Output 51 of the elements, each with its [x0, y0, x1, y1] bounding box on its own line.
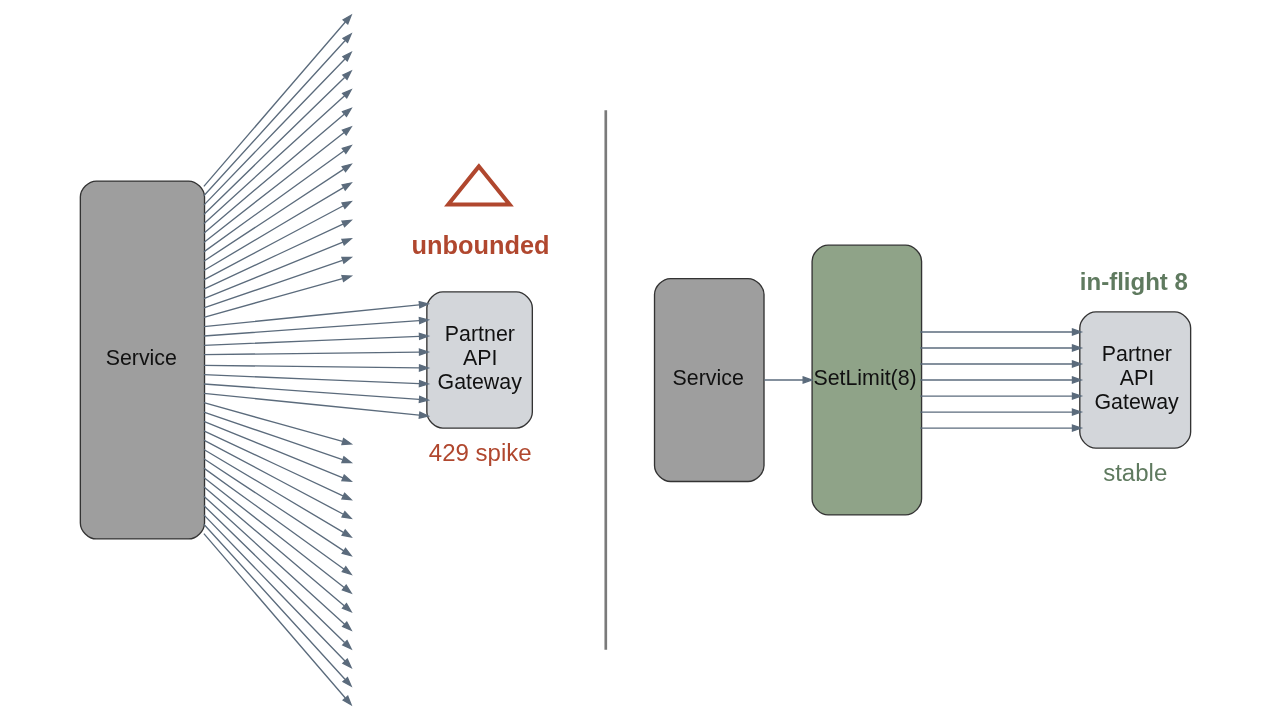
node-triangle: [443, 163, 514, 207]
arrow: [202, 374, 430, 388]
node-label: stable: [1102, 458, 1167, 486]
arrow: [202, 392, 430, 420]
arrow: [919, 327, 1083, 336]
arrow: [202, 238, 353, 300]
arrow: [202, 411, 353, 464]
node-label: 429 spike: [428, 438, 532, 466]
arrow: [919, 376, 1083, 384]
arrow: [202, 532, 352, 707]
arrow: [202, 274, 353, 318]
arrow: [202, 69, 353, 216]
arrow: [202, 32, 352, 197]
arrow: [202, 514, 353, 669]
arrow: [919, 408, 1083, 417]
arrow: [919, 360, 1083, 368]
arrow: [919, 424, 1083, 433]
arrow: [202, 476, 353, 595]
arrow: [202, 316, 430, 337]
arrow: [202, 200, 353, 281]
arrow: [202, 486, 353, 613]
arrow: [202, 523, 352, 688]
arrow: [202, 144, 353, 253]
arrow: [202, 332, 430, 346]
arrow: [202, 88, 353, 225]
arrow: [202, 300, 430, 328]
arrow: [202, 363, 430, 372]
arrow: [202, 125, 353, 244]
arrow: [202, 383, 430, 404]
label: unbounded: [411, 231, 550, 260]
arrow: [202, 348, 430, 357]
arrow: [202, 458, 353, 557]
arrow: [202, 420, 353, 482]
arrow: [919, 392, 1083, 401]
node-label: in-flight 8: [1079, 267, 1188, 295]
arrow: [202, 504, 353, 651]
arrow: [919, 344, 1083, 352]
arrow: [202, 107, 353, 234]
arrow: [202, 402, 353, 446]
arrow: [202, 495, 353, 632]
arrow: [763, 376, 814, 384]
arrow: [202, 163, 353, 262]
arrow: [202, 430, 353, 501]
arrow: [202, 467, 353, 576]
arrow: [202, 439, 353, 520]
arrow: [202, 51, 353, 206]
arrow: [202, 448, 353, 539]
arrow: [202, 219, 353, 290]
arrow: [202, 181, 353, 272]
arrow: [202, 256, 353, 309]
arrow: [202, 13, 352, 188]
